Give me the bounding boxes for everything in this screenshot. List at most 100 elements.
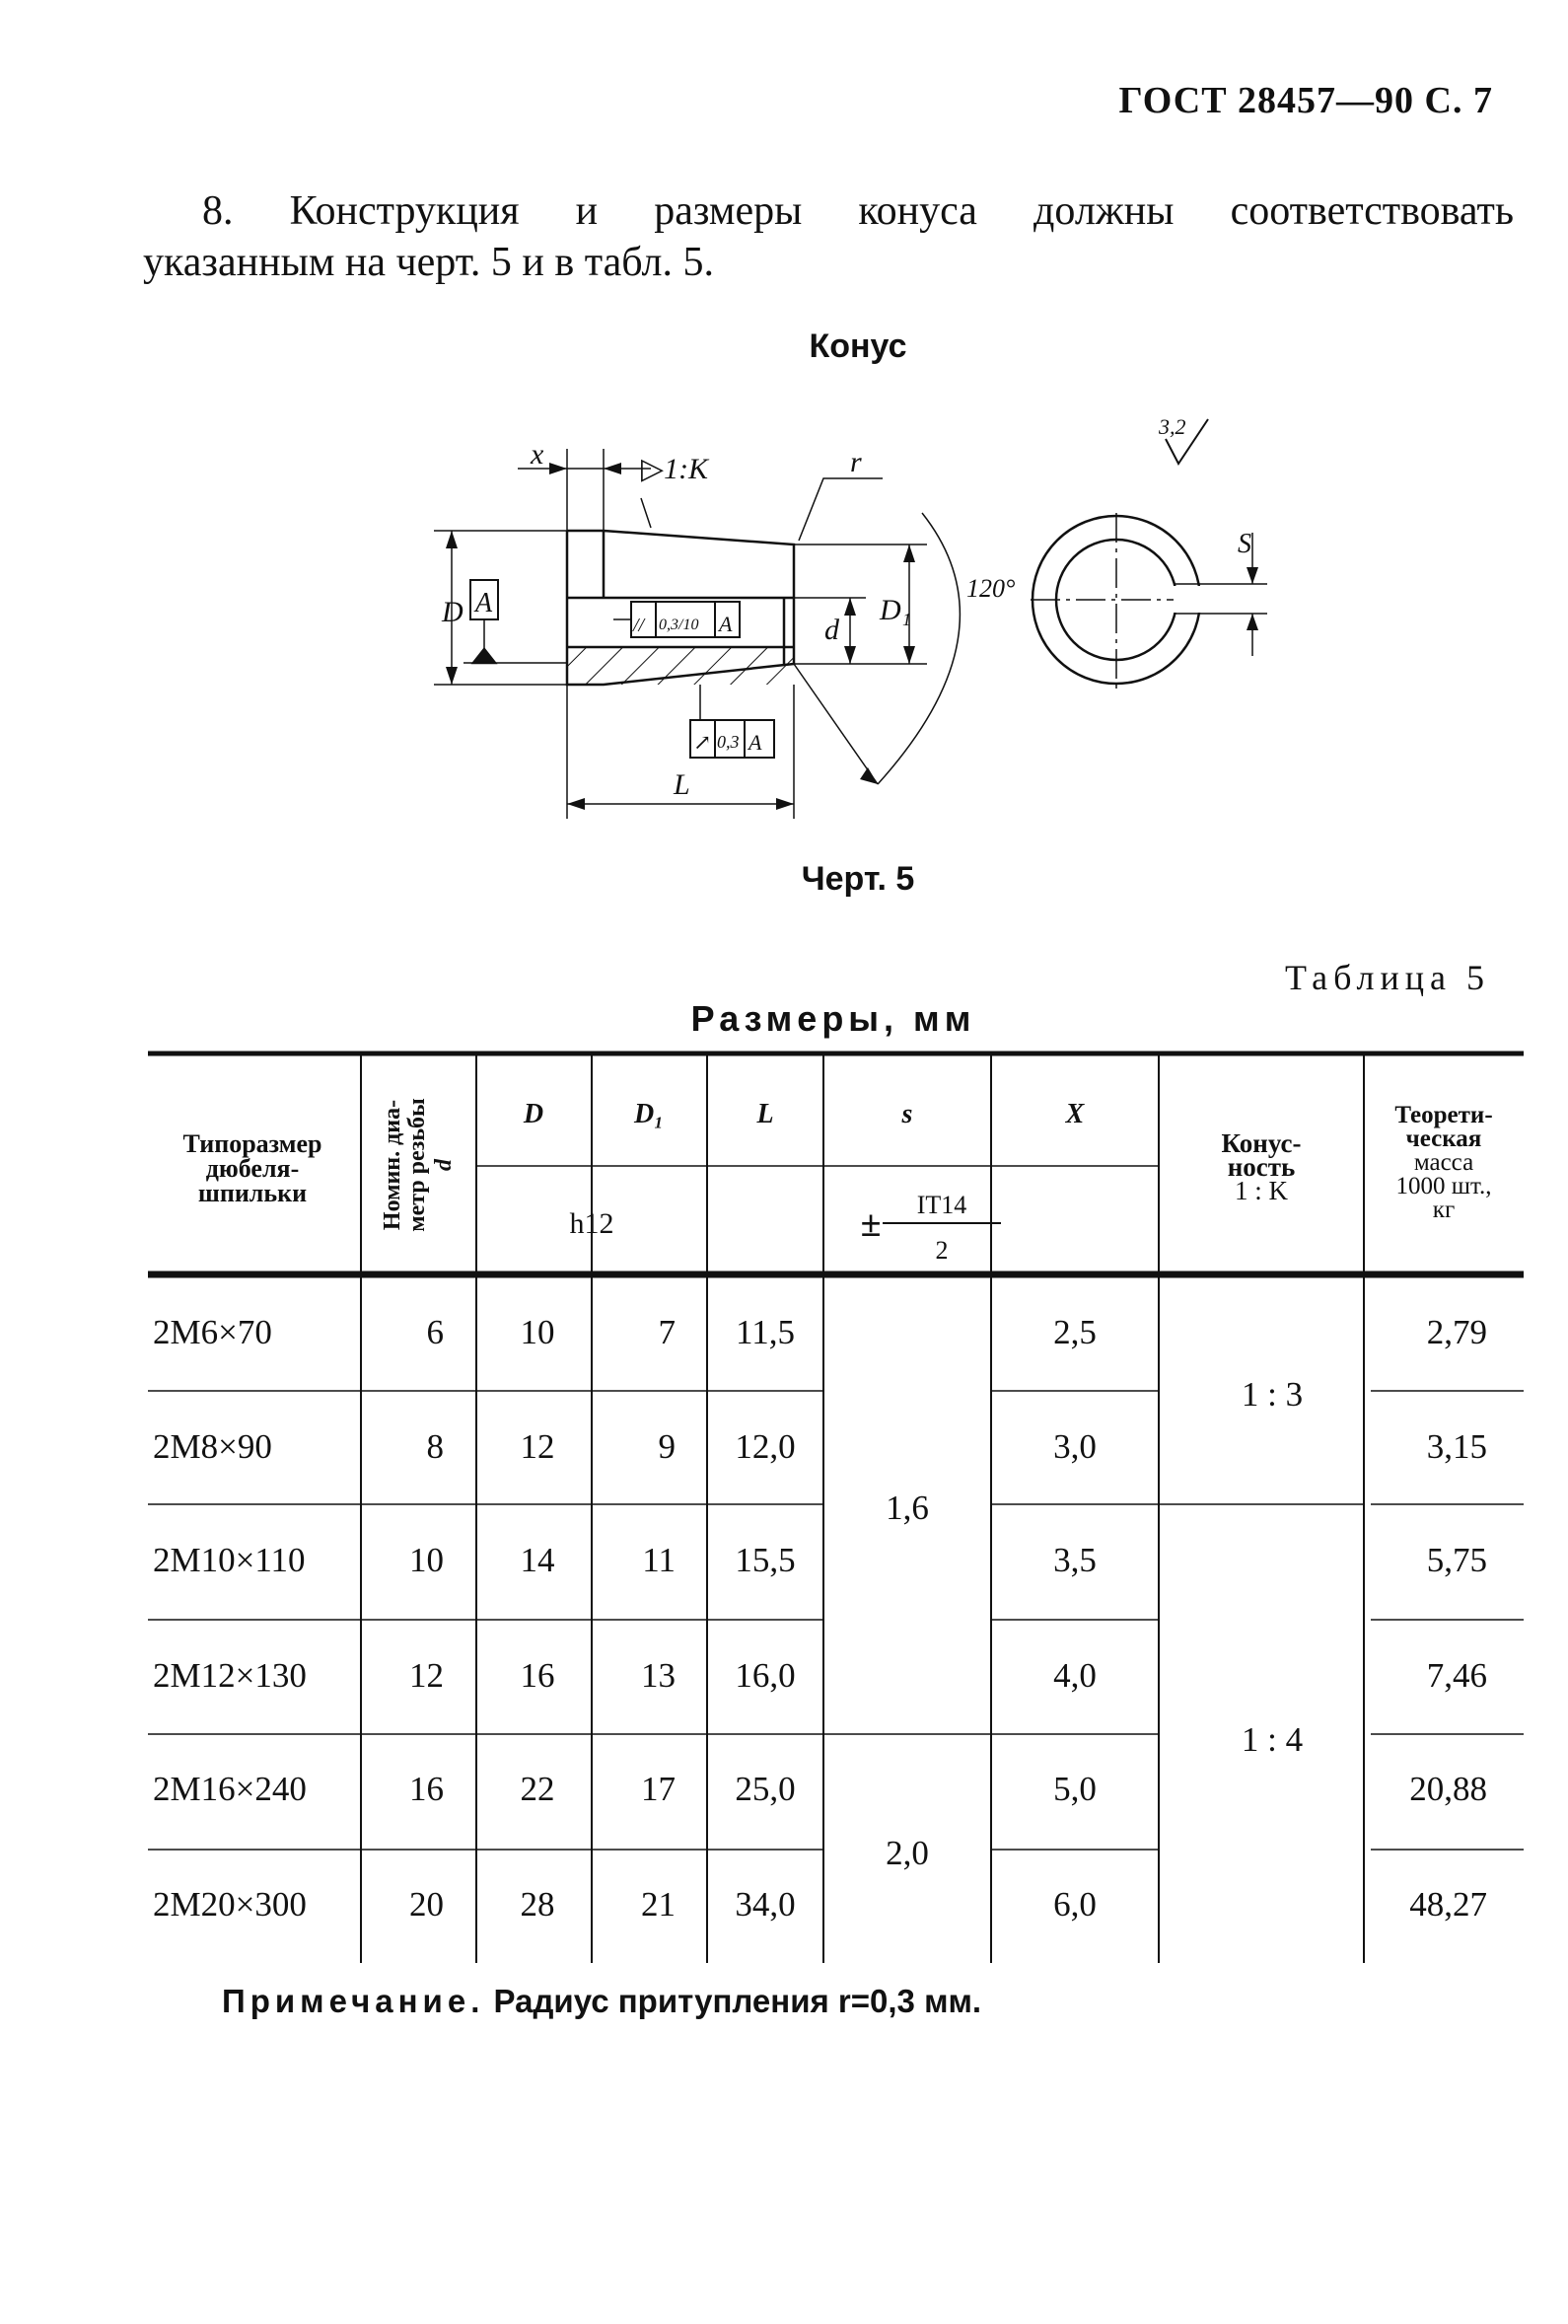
table-row: 2M20×300 20 28 21 34,0 6,0 48,27 [153, 1885, 1487, 1924]
table-row: 2M8×90 8 12 9 12,0 3,0 3,15 [153, 1427, 1487, 1466]
table-units: Размеры, мм [690, 998, 976, 1039]
figure-caption: Черт. 5 [801, 860, 915, 898]
figure-title: Конус [809, 327, 907, 365]
cell-taper-merged-b: 1 : 4 [1242, 1720, 1303, 1759]
cell-d: 6 [427, 1313, 445, 1351]
label-D: D [441, 596, 463, 628]
cell-D1: 9 [659, 1427, 677, 1466]
cell-mass: 7,46 [1427, 1656, 1487, 1695]
dimension-arrows [446, 463, 915, 810]
parallel-symbol: // [632, 615, 647, 636]
hdr-type-3: шпильки [198, 1179, 307, 1207]
table-rules [148, 1051, 1524, 1963]
cell-D: 22 [521, 1770, 555, 1808]
hdr-nominal-3: d [431, 1158, 457, 1171]
cell-L: 34,0 [735, 1885, 795, 1924]
cell-taper-merged-a: 1 : 3 [1242, 1375, 1303, 1414]
hdr-taper-2: ность [1228, 1152, 1296, 1182]
hdr-mass-5: кг [1433, 1197, 1455, 1223]
cell-type: 2M16×240 [153, 1770, 307, 1808]
table-note: Примечание. Радиус притупления r=0,3 мм. [222, 1983, 981, 2020]
hdr-mass-3: масса [1414, 1149, 1473, 1176]
hdr-L: L [755, 1099, 773, 1129]
cell-type: 2M12×130 [153, 1656, 307, 1695]
hdr-tol-h12: h12 [570, 1207, 614, 1240]
cell-D1: 7 [659, 1313, 677, 1351]
roughness-value: 3,2 [1158, 414, 1186, 439]
label-L: L [673, 768, 690, 801]
cell-D: 28 [521, 1885, 555, 1924]
table-label: Таблица 5 [1285, 958, 1490, 997]
cell-s-merged-b: 2,0 [886, 1834, 929, 1872]
cell-L: 11,5 [736, 1313, 795, 1351]
cell-X: 2,5 [1053, 1313, 1097, 1351]
table-row: 2M16×240 16 22 17 25,0 5,0 20,88 [153, 1770, 1487, 1808]
label-s: S [1238, 529, 1251, 559]
hdr-tol-pm: ± [861, 1203, 882, 1245]
cell-D: 14 [521, 1541, 555, 1579]
paragraph-line-2: указанным на черт. 5 и в табл. 5. [143, 240, 715, 285]
cell-L: 25,0 [735, 1770, 795, 1808]
hdr-nominal-2: метр резьбы [404, 1098, 430, 1232]
table-row: 2M12×130 12 16 13 16,0 4,0 7,46 [153, 1656, 1487, 1695]
cell-d: 8 [427, 1427, 445, 1466]
cell-D1: 13 [641, 1656, 676, 1695]
split-gap [1174, 586, 1213, 613]
cell-D1: 11 [642, 1541, 676, 1579]
cell-d: 10 [409, 1541, 444, 1579]
hdr-mass-4: 1000 шт., [1395, 1173, 1491, 1199]
datum-label: A [473, 588, 493, 618]
cell-type: 2M6×70 [153, 1313, 272, 1351]
cell-s-merged-a: 1,6 [886, 1489, 929, 1527]
table-row: 2M6×70 6 10 7 11,5 2,5 2,79 [153, 1313, 1487, 1351]
paragraph-8: 8. Конструкция и размеры конуса должны с… [143, 185, 1514, 288]
parallel-value: 0,3/10 [659, 617, 698, 633]
paragraph-line-1: 8. Конструкция и размеры конуса должны с… [202, 188, 1514, 234]
cell-D1: 17 [641, 1770, 676, 1808]
note-lead: Примечание. [222, 1983, 485, 2019]
cell-D1: 21 [641, 1885, 676, 1924]
hdr-tol-den: 2 [936, 1236, 949, 1265]
hdr-nominal-1: Номин. диа- [380, 1100, 405, 1230]
cell-X: 6,0 [1053, 1885, 1097, 1924]
cell-d: 16 [409, 1770, 444, 1808]
hdr-D1: D₁ [633, 1099, 664, 1129]
cell-mass: 20,88 [1409, 1770, 1487, 1808]
cell-D: 10 [521, 1313, 555, 1351]
cell-D: 16 [521, 1656, 555, 1695]
cell-type: 2M8×90 [153, 1427, 272, 1466]
parallel-datum: A [717, 612, 733, 636]
hdr-taper-1: Конус- [1222, 1128, 1302, 1158]
label-d: d [824, 614, 840, 646]
label-D1: D₁ [879, 594, 911, 626]
hdr-type-1: Типоразмер [183, 1129, 322, 1158]
label-x: x [530, 438, 544, 471]
cell-mass: 3,15 [1427, 1427, 1487, 1466]
hdr-taper-3: 1 : K [1235, 1176, 1289, 1205]
hdr-mass-1: Теорети- [1394, 1102, 1492, 1128]
cell-X: 3,0 [1053, 1427, 1097, 1466]
runout-datum: A [747, 730, 762, 755]
runout-value: 0,3 [717, 732, 740, 752]
roughness-icon [1165, 418, 1209, 466]
cell-D: 12 [521, 1427, 555, 1466]
hdr-tol-num: IT14 [917, 1191, 967, 1219]
hdr-X: X [1065, 1099, 1086, 1129]
label-r: r [850, 446, 862, 478]
cell-type: 2M10×110 [153, 1541, 306, 1579]
cell-mass: 48,27 [1409, 1885, 1487, 1924]
cell-X: 3,5 [1053, 1541, 1097, 1579]
cell-d: 12 [409, 1656, 444, 1695]
document-header: ГОСТ 28457—90 С. 7 [1118, 80, 1493, 121]
cell-L: 16,0 [735, 1656, 795, 1695]
hdr-mass-2: ческая [1406, 1126, 1482, 1152]
label-taper: ▷1:K [641, 453, 710, 485]
hdr-type-2: дюбеля- [206, 1154, 300, 1183]
cell-L: 12,0 [735, 1427, 795, 1466]
cell-mass: 2,79 [1427, 1313, 1487, 1351]
cell-type: 2M20×300 [153, 1885, 307, 1924]
cell-L: 15,5 [735, 1541, 795, 1579]
hdr-s: s [901, 1099, 913, 1129]
